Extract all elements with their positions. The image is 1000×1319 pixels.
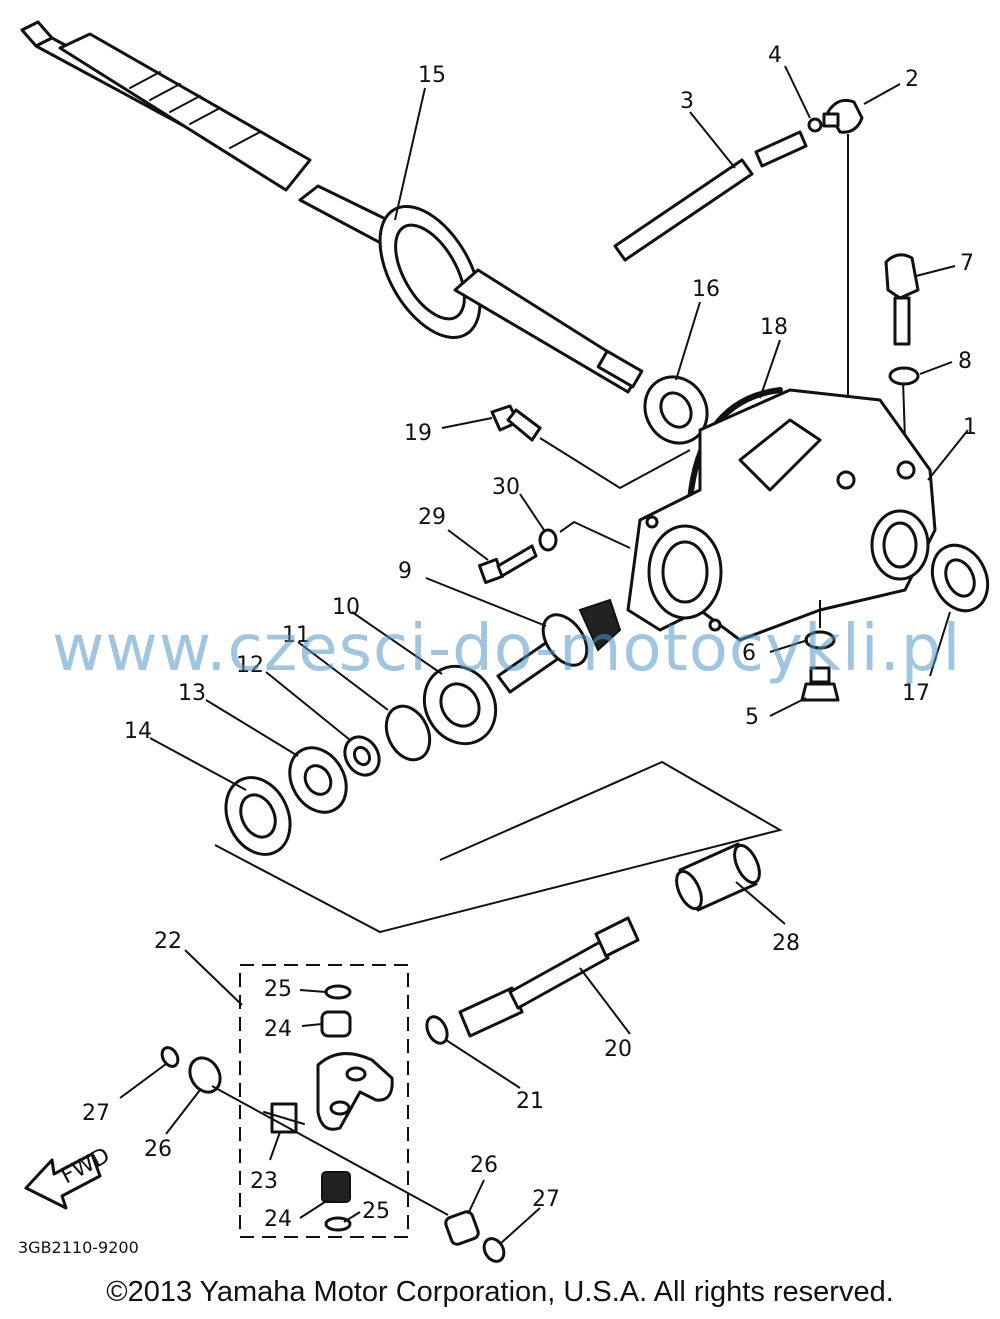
part-25-circlip-top (324, 984, 352, 1000)
part-8-o-ring (888, 366, 920, 386)
part-24-bearing-cup-bottom (321, 1171, 351, 1203)
callout-23: 23 (250, 1169, 278, 1194)
callout-24-bottom: 24 (264, 1207, 292, 1232)
callout-8: 8 (958, 349, 972, 374)
forward-arrow: FWD (24, 1143, 114, 1210)
watermark-text: www.czesci-do-motocykli.pl (52, 612, 962, 686)
callout-4: 4 (768, 43, 782, 68)
callout-1: 1 (963, 415, 977, 440)
callout-9: 9 (398, 559, 412, 584)
part-6-gasket (804, 600, 836, 650)
callout-26-left: 26 (144, 1137, 172, 1162)
callout-7: 7 (960, 251, 974, 276)
part-26-bearing-cup-right (444, 1210, 480, 1246)
callout-5: 5 (745, 705, 759, 730)
leader-lines (119, 65, 969, 1245)
callout-21: 21 (516, 1089, 544, 1114)
part-27-circlip-right (482, 1237, 506, 1263)
callout-30: 30 (492, 475, 520, 500)
part-16-oil-seal (643, 375, 709, 445)
drawing-code: 3GB2110-9200 (18, 1238, 139, 1257)
callout-2: 2 (905, 67, 919, 92)
part-26-bearing-cup-left (188, 1056, 222, 1094)
part-24-bearing-cup-top (320, 1010, 352, 1038)
part-22-yoke (316, 1052, 394, 1131)
part-5-drain-bolt (800, 666, 840, 702)
callout-24-top: 24 (264, 1017, 292, 1042)
part-28-coupling (675, 842, 761, 912)
callout-19: 19 (404, 421, 432, 446)
part-13-bearing (288, 746, 348, 814)
part-17-oil-seal (930, 543, 990, 613)
callout-28: 28 (772, 931, 800, 956)
part-10-bearing (422, 664, 498, 746)
callout-6: 6 (742, 641, 756, 666)
callout-16: 16 (692, 277, 720, 302)
part-11-o-ring (384, 704, 432, 762)
part-12-bearing (343, 735, 381, 777)
part-22-universal-joint-assembly (184, 949, 409, 1238)
callout-27-left: 27 (82, 1101, 110, 1126)
callout-15: 15 (418, 63, 446, 88)
callout-26-right: 26 (470, 1153, 498, 1178)
part-23-spider (263, 1102, 305, 1134)
part-1-final-gear-case (626, 388, 937, 642)
part-19-bolt (490, 404, 691, 490)
part-9-drive-pinion (496, 598, 622, 694)
callout-25-bottom: 25 (362, 1199, 390, 1224)
callout-27-right: 27 (532, 1187, 560, 1212)
callout-20: 20 (604, 1037, 632, 1062)
callout-22: 22 (154, 929, 182, 954)
callout-10: 10 (332, 595, 360, 620)
callout-14: 14 (124, 719, 152, 744)
part-30-washer (538, 520, 631, 552)
copyright-notice: ©2013 Yamaha Motor Corporation, U.S.A. A… (106, 1276, 894, 1308)
part-15-axle-shaft (20, 20, 644, 394)
part-4-clip (807, 117, 823, 133)
part-20-drive-shaft (458, 916, 640, 1038)
axis-line (211, 1085, 449, 1216)
part-27-circlip-left (160, 1046, 180, 1068)
part-3-breather-hose (613, 130, 808, 262)
part-21-circlip (425, 1015, 449, 1045)
part-7-filler-bolt (884, 253, 920, 471)
callout-11: 11 (282, 623, 310, 648)
callout-25-top: 25 (264, 977, 292, 1002)
part-14-bearing-retainer (224, 776, 292, 856)
callout-29: 29 (418, 505, 446, 530)
callout-12: 12 (236, 653, 264, 678)
callout-18: 18 (760, 315, 788, 340)
assembly-reference-line (214, 760, 783, 934)
callout-3: 3 (680, 89, 694, 114)
part-29-bolt (477, 544, 538, 585)
callout-numbers: 1 2 3 4 5 6 7 8 9 10 11 12 13 14 15 16 1… (82, 43, 977, 1232)
callout-13: 13 (178, 681, 206, 706)
callout-17: 17 (902, 681, 930, 706)
